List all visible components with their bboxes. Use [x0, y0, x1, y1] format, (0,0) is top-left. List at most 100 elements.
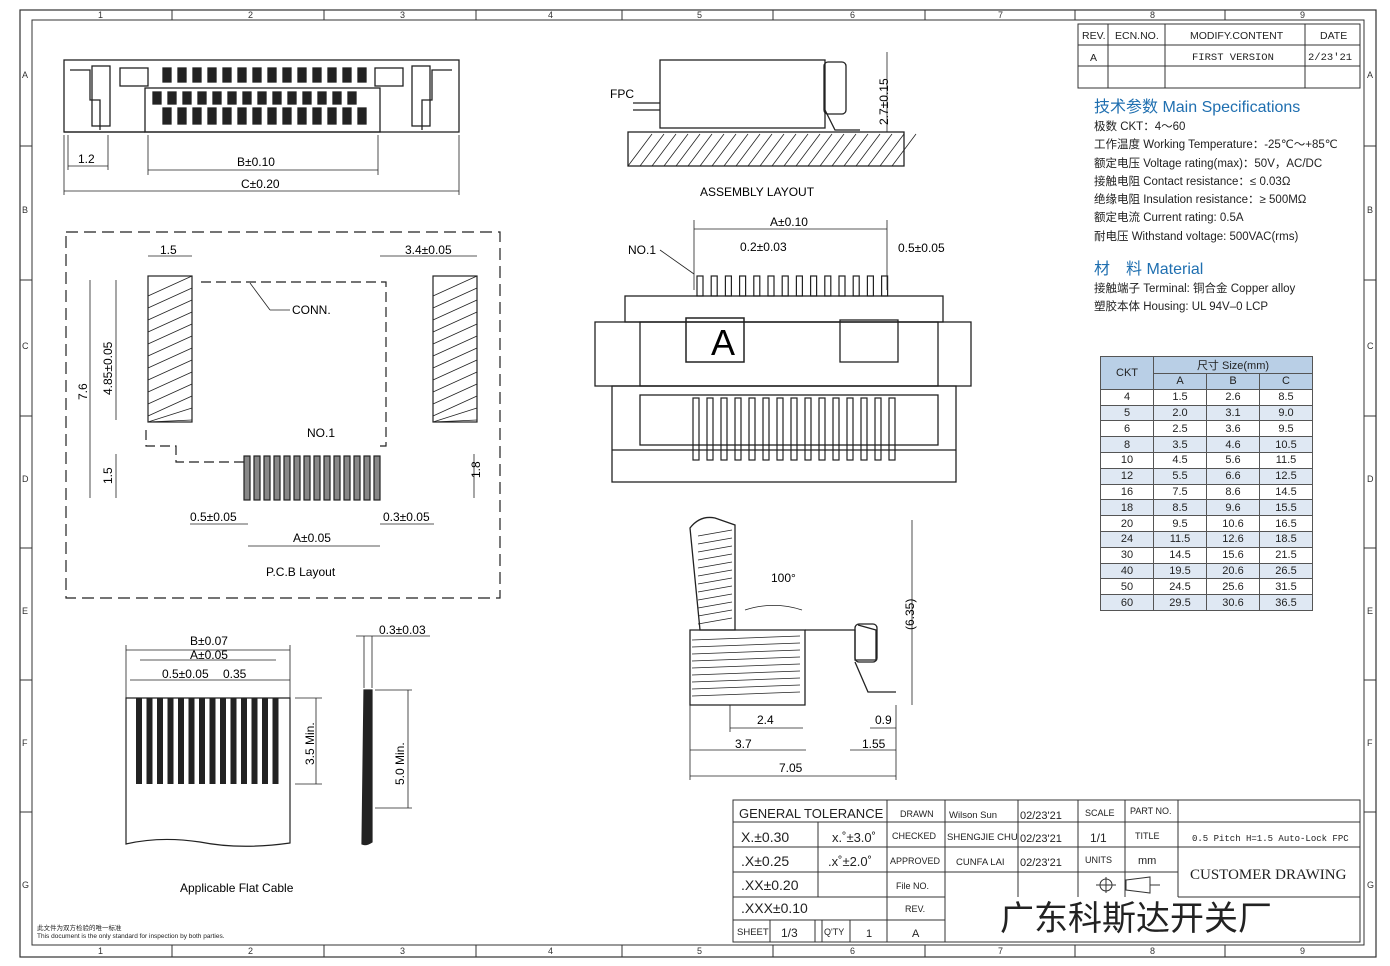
tol-ang2: .x˚±2.0˚ [828, 854, 872, 869]
contact-pin [888, 397, 896, 461]
contact-pin [267, 107, 277, 125]
size-cell: 12.6 [1206, 530, 1260, 548]
pcb-pad [363, 455, 371, 501]
size-cell: 5.5 [1153, 467, 1207, 485]
contact-pin [342, 107, 352, 125]
size-cell: 11.5 [1259, 451, 1313, 469]
size-cell: 25.6 [1206, 578, 1260, 596]
size-cell: 31.5 [1259, 578, 1313, 596]
size-cell: 10.6 [1206, 515, 1260, 532]
contact-pin [347, 91, 357, 105]
grid-row-label: D [1367, 474, 1374, 484]
date-value: 2/23'21 [1308, 52, 1352, 64]
contact-pin [734, 397, 742, 461]
contact-pin [167, 91, 177, 105]
contact-pin [762, 397, 770, 461]
contact-pin [162, 67, 172, 83]
ckt-cell: 30 [1100, 546, 1154, 564]
contact-pin [753, 275, 761, 297]
contact-pin [874, 397, 882, 461]
conn-label: CONN. [292, 303, 331, 317]
units-value: mm [1138, 855, 1156, 867]
checked-date: 02/23'21 [1020, 833, 1062, 845]
footer-line1: 此文件为双方检验的唯一标准 [37, 923, 122, 932]
grid-row-label: A [22, 70, 28, 80]
ckt-cell: 18 [1100, 499, 1154, 517]
drawn-label: DRAWN [900, 809, 934, 819]
title-value: 0.5 Pitch H=1.5 Auto-Lock FPC [1192, 834, 1349, 844]
ckt-cell: 60 [1100, 594, 1154, 611]
contact-pin [327, 67, 337, 83]
size-cell: 4.6 [1206, 436, 1260, 453]
contact-pin [222, 107, 232, 125]
cable-thickness: 0.3±0.03 [379, 623, 426, 637]
grid-col-label: 8 [1150, 10, 1155, 20]
no1-front: NO.1 [628, 243, 656, 257]
contact-pin [342, 67, 352, 83]
material-title: 材 料 Material [1094, 261, 1204, 279]
cable-conductor [167, 698, 174, 784]
ckt-header: CKT [1100, 356, 1154, 390]
qty-label: Q'TY [824, 927, 844, 937]
size-cell: 14.5 [1153, 546, 1207, 564]
cable-conductor [146, 698, 153, 784]
contact-pin [738, 275, 747, 297]
cable-conductor [136, 698, 142, 784]
contact-pin [317, 91, 327, 105]
size-cell: 19.5 [1153, 562, 1207, 580]
contact-pin [710, 275, 718, 297]
contact-pin [302, 91, 312, 105]
side-7-05: 7.05 [779, 761, 803, 775]
contact-pin [192, 107, 202, 125]
cable-conductor [209, 698, 216, 784]
size-cell: 9.0 [1259, 404, 1313, 422]
sheet-value: 1/3 [781, 926, 798, 940]
cable-dim-b: B±0.07 [190, 634, 228, 648]
size-cell: 3.6 [1206, 420, 1260, 438]
size-cell: 10.5 [1259, 436, 1313, 453]
pcb-layout [65, 231, 501, 599]
size-cell: 26.5 [1259, 562, 1313, 580]
grid-row-label: C [22, 341, 29, 351]
contact-pin [197, 91, 207, 105]
grid-col-label: 5 [697, 946, 702, 956]
checked-label: CHECKED [892, 831, 937, 841]
contact-pin [357, 107, 367, 125]
cable-conductor [251, 698, 258, 784]
size-cell: 11.5 [1153, 530, 1207, 548]
dim-c-top: C±0.20 [241, 177, 280, 191]
units-label: UNITS [1085, 855, 1112, 865]
dim-7-6: 7.6 [76, 383, 90, 400]
contact-pin [252, 107, 262, 125]
fpc-label: FPC [610, 87, 634, 101]
grid-row-label: E [22, 606, 28, 616]
approved-label: APPROVED [890, 856, 941, 866]
approved-name: CUNFA LAI [956, 857, 1005, 868]
contact-pin [692, 397, 700, 461]
contact-pin [272, 91, 282, 105]
dim-a-front: A±0.10 [770, 215, 808, 229]
ckt-cell: 10 [1100, 451, 1154, 469]
contact-pin [781, 275, 789, 297]
pcb-pad [343, 455, 351, 501]
dim-1-5b-pcb: 1.5 [101, 467, 115, 484]
contact-pin [162, 107, 172, 125]
dim-1-8-pcb: 1.8 [469, 461, 483, 478]
contact-pin [767, 275, 775, 297]
no1-pcb: NO.1 [307, 426, 335, 440]
date-header: DATE [1320, 30, 1347, 42]
contact-pin [222, 67, 232, 83]
cable-3-5: 3.5 Min. [303, 722, 317, 765]
size-cell: 15.6 [1206, 546, 1260, 564]
flat-cable [125, 635, 430, 847]
dim-4-85: 4.85±0.05 [101, 341, 115, 395]
scale-value: 1/1 [1090, 831, 1107, 845]
cable-conductor [220, 698, 226, 784]
company-name: 广东科斯达开关厂 [1000, 899, 1272, 939]
size-cell: 8.5 [1153, 499, 1207, 517]
cable-conductor [272, 698, 279, 784]
dim-b-top: B±0.10 [237, 155, 275, 169]
side-view [689, 516, 913, 780]
